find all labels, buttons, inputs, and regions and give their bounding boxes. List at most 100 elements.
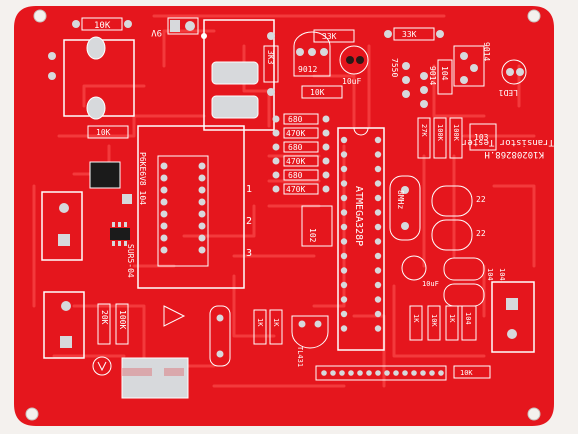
pin-label: 2 — [246, 216, 252, 227]
part-label: 104 — [464, 312, 472, 325]
ic-label: ATMEGA328P — [353, 186, 364, 246]
mcu-pin — [340, 223, 348, 231]
left-bottom-diode — [163, 305, 186, 327]
mcu-pin — [374, 267, 382, 274]
resistor-label: 10K — [430, 314, 438, 327]
pcb-board: 10K 9V 3K3 9012 33K 10uF 33K 7550 — [14, 6, 554, 426]
part-label: 22 — [476, 195, 486, 204]
resistor-10k-b: 10K — [87, 125, 129, 139]
pin-label: 3 — [246, 248, 252, 259]
mcu-pin — [374, 296, 382, 303]
part-label: 9014 — [428, 66, 437, 85]
resistor-label: 10K — [96, 128, 111, 137]
resistor-label: 680 — [288, 115, 303, 124]
mcu-pin — [340, 136, 348, 144]
battery-label: 9V — [151, 27, 162, 37]
capacitor-104-bottom: 104 — [461, 305, 477, 341]
mcu-pin — [374, 180, 382, 187]
switch-top — [201, 19, 275, 131]
board-outline — [14, 6, 554, 426]
mcu-pin — [374, 252, 382, 260]
header-pin — [375, 370, 381, 376]
crystal-left-bottom — [209, 305, 231, 367]
mcu-pin — [374, 281, 382, 289]
part-label: 10uF — [422, 280, 439, 288]
resistor-label: 10K — [460, 369, 473, 377]
part-label: 9012 — [298, 65, 317, 74]
resistor-ladder-pads — [272, 115, 330, 193]
pin-label: 1 — [246, 184, 252, 195]
resistor-label: 27K — [420, 124, 428, 137]
part-label: 10uF — [342, 77, 361, 86]
mounting-holes — [25, 9, 541, 421]
resistor-label: 1K — [448, 314, 456, 323]
part-label: 8MHz — [396, 190, 405, 209]
board-id-label: K10208268.H — [484, 149, 544, 159]
capacitor-104-top: 104 — [437, 59, 453, 95]
header-pin — [357, 370, 363, 376]
board-title: K10208268.H Transistor Tester — [461, 137, 554, 159]
mcu-pin — [374, 223, 382, 231]
mcu-pin — [340, 209, 348, 216]
resistor-10k-a: 10K — [301, 85, 343, 99]
part-label: 22 — [476, 229, 486, 238]
transistor-9014: 9014 — [420, 66, 437, 108]
resistor-label: 33K — [322, 32, 337, 41]
mcu-pin — [374, 165, 382, 173]
resistor-3k3-vertical: 3K3 — [263, 32, 279, 96]
connector-right — [491, 281, 535, 353]
mcu-pin — [340, 165, 348, 173]
mcu-pin — [340, 325, 348, 332]
mcu-pin — [340, 252, 348, 260]
resistor-label: 1K — [256, 318, 264, 327]
board-title-label: Transistor Tester — [461, 137, 554, 147]
mcu-pin — [374, 238, 382, 245]
transistor-9014-b: 9014 — [453, 42, 491, 87]
resistor-label: 3K3 — [266, 50, 275, 65]
part-label: P6KE6V8 104 — [138, 152, 147, 205]
resistor-label: 680 — [288, 143, 303, 152]
resistor-label: 680 — [288, 171, 303, 180]
transistor-9012: 9012 — [293, 31, 331, 77]
mcu-pin — [340, 310, 348, 318]
mcu-pin — [374, 310, 382, 318]
header-pin — [384, 370, 390, 376]
mcu-pin — [374, 194, 382, 202]
part-label: 102 — [308, 228, 317, 243]
capacitor-102: 102 — [301, 205, 333, 247]
part-label: LED1 — [499, 88, 518, 97]
tl431-vref: TL431 — [291, 315, 329, 367]
resistor-33k-right: 33K — [384, 27, 444, 41]
header-pin — [339, 370, 345, 376]
capacitor-103: 103 — [469, 123, 497, 151]
part-label: 104 — [440, 66, 449, 81]
sot-chip — [110, 222, 130, 246]
resistor-label: 10K — [94, 21, 111, 31]
resistor-label: 1K — [272, 318, 280, 327]
mcu-pin — [340, 180, 348, 187]
bottom-header-pins — [321, 370, 444, 376]
resistor-label: 100K — [452, 124, 460, 142]
mcu-pin — [340, 267, 348, 274]
resistor-10k-c: 10K — [453, 365, 491, 379]
capacitor-10uf-bottom: 10uF — [401, 255, 439, 288]
resistor-10k-top: 10K — [72, 17, 132, 31]
bottom-header-row — [315, 365, 447, 381]
capacitor-10uf-top: 10uF — [339, 45, 369, 86]
resistor-label: 1K — [412, 314, 420, 323]
regulator-chip — [89, 161, 132, 204]
header-pin — [402, 370, 408, 376]
led1: LED1 — [499, 59, 527, 97]
mcu-pin — [374, 209, 382, 216]
resistors-left-bottom: 20K 100K — [97, 303, 129, 345]
mcu-pin — [340, 151, 348, 158]
header-pin — [348, 370, 354, 376]
resistor-label: 470K — [286, 185, 305, 194]
lcd-header-pins — [160, 162, 206, 254]
mcu-pin — [340, 194, 348, 202]
part-label: 9014 — [482, 42, 491, 61]
header-pin — [321, 370, 327, 376]
resistor-label: 20K — [100, 310, 109, 325]
part-label: 104 — [498, 268, 506, 281]
part-label: 104 — [486, 268, 494, 281]
